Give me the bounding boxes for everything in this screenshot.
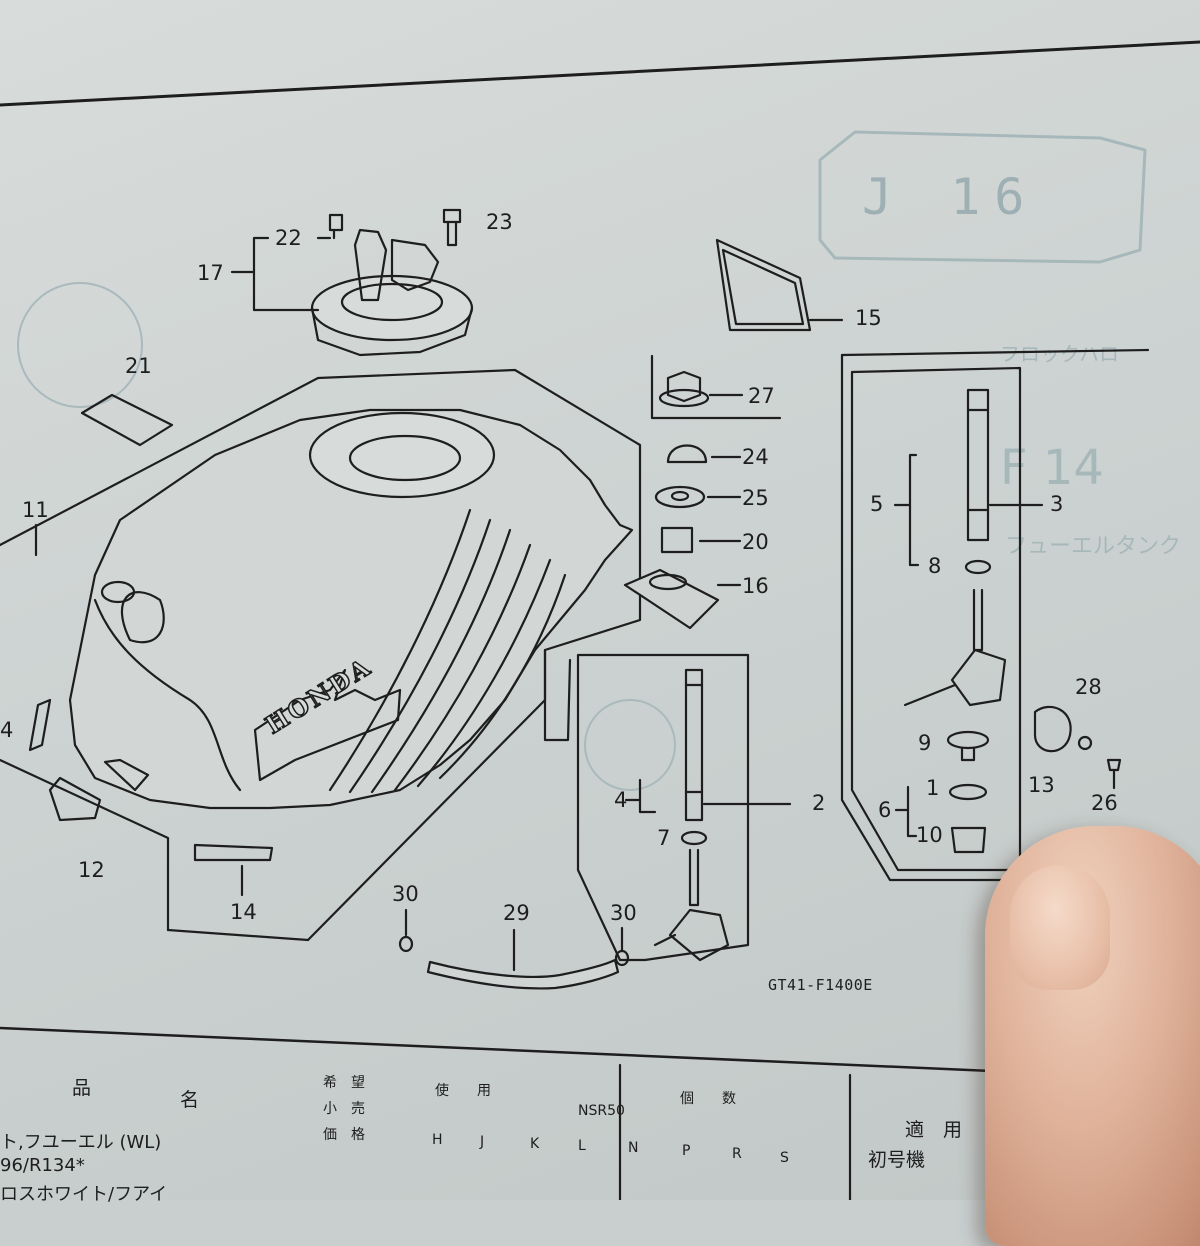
col-L: L (578, 1138, 586, 1154)
callout-24: 24 (742, 445, 769, 469)
ghost-top-text: フロックハロ (1000, 342, 1119, 366)
parts-diagram (0, 40, 1200, 1200)
col-J: J (480, 1134, 485, 1150)
table-row-3: ロスホワイト/フアイ (0, 1184, 168, 1205)
callout-20: 20 (742, 530, 769, 554)
callout-21: 21 (125, 354, 152, 378)
callout-28: 28 (1075, 675, 1102, 699)
callout-27: 27 (748, 384, 775, 408)
callout-3: 3 (1050, 492, 1064, 516)
page-stamp: J 16 (862, 168, 1039, 226)
callout-9: 9 (918, 731, 932, 755)
callout-1: 1 (926, 776, 940, 800)
fingernail (1010, 865, 1110, 990)
callout-15: 15 (855, 306, 882, 330)
callout-7: 7 (657, 826, 671, 850)
callout-6: 6 (878, 798, 892, 822)
callout-14: 14 (230, 900, 257, 924)
callout-4-left: 4 (0, 718, 14, 742)
table-row-1: ト,フユーエル (WL) (0, 1132, 162, 1153)
col-P: P (682, 1143, 691, 1159)
col-R: R (732, 1146, 742, 1162)
col-K: K (530, 1136, 540, 1152)
callout-30-right: 30 (610, 901, 637, 925)
callout-12: 12 (78, 858, 105, 882)
callout-4: 4 (614, 788, 628, 812)
col-H: H (432, 1132, 443, 1148)
header-kibo: 希 望 (323, 1075, 365, 1091)
header-tekiyo: 適 用 (905, 1119, 963, 1141)
header-kouri: 小 売 (323, 1101, 365, 1117)
header-shiyo: 使 用 (435, 1083, 491, 1099)
callout-16: 16 (742, 574, 769, 598)
callout-30-left: 30 (392, 882, 419, 906)
callout-11: 11 (22, 498, 49, 522)
col-S: S (780, 1150, 789, 1166)
header-shogoki: 初号機 (868, 1149, 926, 1171)
callout-29: 29 (503, 901, 530, 925)
callout-8: 8 (928, 554, 942, 578)
figure-code: GT41-F1400E (768, 976, 873, 994)
header-name-1: 品 (72, 1077, 92, 1099)
table-row-2: 96/R134* (0, 1155, 85, 1176)
callout-26: 26 (1091, 791, 1118, 815)
header-model: NSR50 (578, 1103, 625, 1119)
ghost-fuel-tank-text: フューエルタンク (1005, 534, 1182, 559)
col-N: N (628, 1140, 639, 1156)
ghost-section-code: F 14 (1000, 440, 1104, 496)
callout-13: 13 (1028, 773, 1055, 797)
header-kakaku: 価 格 (323, 1127, 365, 1143)
callout-17: 17 (197, 261, 224, 285)
callout-2: 2 (812, 791, 826, 815)
callout-5: 5 (870, 492, 884, 516)
callout-10: 10 (916, 823, 943, 847)
callout-22: 22 (275, 226, 302, 250)
header-name-2: 名 (180, 1089, 200, 1111)
header-kosu: 個 数 (680, 1091, 736, 1107)
callout-23: 23 (486, 210, 513, 234)
callout-25: 25 (742, 486, 769, 510)
